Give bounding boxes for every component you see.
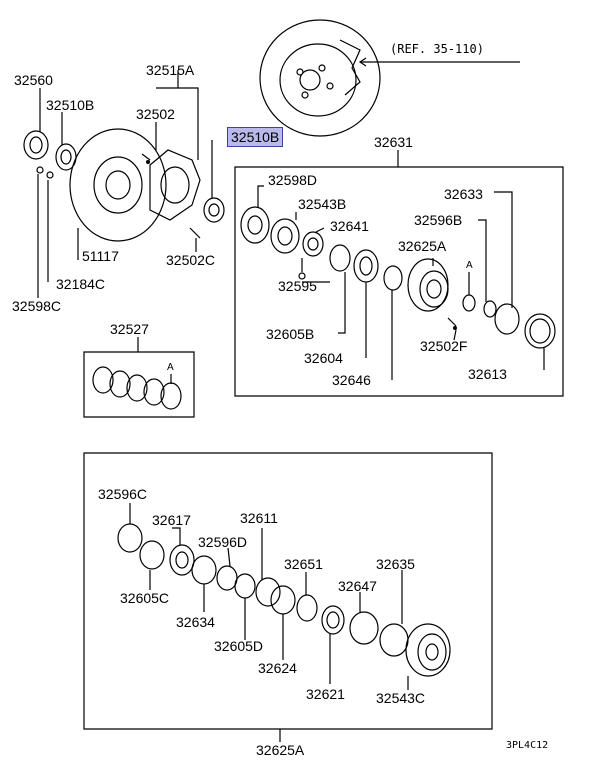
hub-assembly-drawing [24, 129, 224, 241]
part-label-32502[interactable]: 32502 [136, 106, 175, 122]
box-32527 [84, 352, 194, 417]
part-label-32515A[interactable]: 32515A [146, 62, 195, 78]
box-32527-parts [93, 367, 181, 409]
part-label-32502C[interactable]: 32502C [166, 252, 216, 268]
part-label-32596D[interactable]: 32596D [198, 534, 248, 550]
marker-a-box-32527: A [167, 362, 174, 373]
part-label-32605B[interactable]: 32605B [266, 326, 315, 342]
part-label-32510B[interactable]: 32510B [46, 97, 95, 113]
part-label-32605D[interactable]: 32605D [214, 638, 264, 654]
part-label-32611[interactable]: 32611 [240, 510, 278, 526]
part-label-32646[interactable]: 32646 [332, 372, 371, 388]
box-32631 [235, 167, 563, 396]
part-label-32625A-bottom[interactable]: 32625A [256, 742, 305, 758]
part-label-32543C[interactable]: 32543C [376, 690, 426, 706]
leader-lines-left [38, 70, 212, 298]
part-label-32543B[interactable]: 32543B [298, 196, 347, 212]
part-label-32184C[interactable]: 32184C [56, 276, 106, 292]
part-label-32617[interactable]: 32617 [152, 512, 191, 528]
part-label-32631[interactable]: 32631 [374, 134, 413, 150]
part-label-32613[interactable]: 32613 [468, 366, 507, 382]
part-label-32625A-top[interactable]: 32625A [398, 238, 447, 254]
part-label-32633[interactable]: 32633 [444, 186, 483, 202]
box-32625A-parts [118, 503, 450, 690]
part-label-32604[interactable]: 32604 [304, 350, 343, 366]
part-label-32651[interactable]: 32651 [284, 556, 323, 572]
part-label-32510B-highlighted[interactable]: 32510B [227, 127, 284, 147]
part-label-32502F[interactable]: 32502F [420, 338, 468, 354]
part-label-32605C[interactable]: 32605C [120, 590, 170, 606]
part-label-32598D[interactable]: 32598D [268, 172, 318, 188]
diagram-code: 3PL4C12 [506, 740, 549, 751]
part-label-32596C[interactable]: 32596C [98, 486, 148, 502]
part-label-32595[interactable]: 32595 [278, 278, 317, 294]
part-label-32624[interactable]: 32624 [258, 660, 297, 676]
part-label-32560[interactable]: 32560 [14, 72, 53, 88]
part-label-32527[interactable]: 32527 [110, 321, 149, 337]
part-label-32647[interactable]: 32647 [338, 578, 377, 594]
brake-disc-ref-drawing [260, 20, 520, 136]
part-label-32635[interactable]: 32635 [376, 556, 415, 572]
part-label-32641[interactable]: 32641 [330, 218, 369, 234]
part-label-32621[interactable]: 32621 [306, 686, 345, 702]
box-32631-parts [241, 186, 555, 380]
part-label-51117[interactable]: 51117 [82, 248, 119, 264]
box-32625A [84, 453, 492, 729]
reference-label: (REF. 35-110) [390, 42, 484, 56]
part-label-32598C[interactable]: 32598C [12, 298, 62, 314]
marker-a-top: A [466, 260, 473, 271]
part-label-32596B[interactable]: 32596B [414, 212, 463, 228]
part-label-32634[interactable]: 32634 [176, 614, 215, 630]
